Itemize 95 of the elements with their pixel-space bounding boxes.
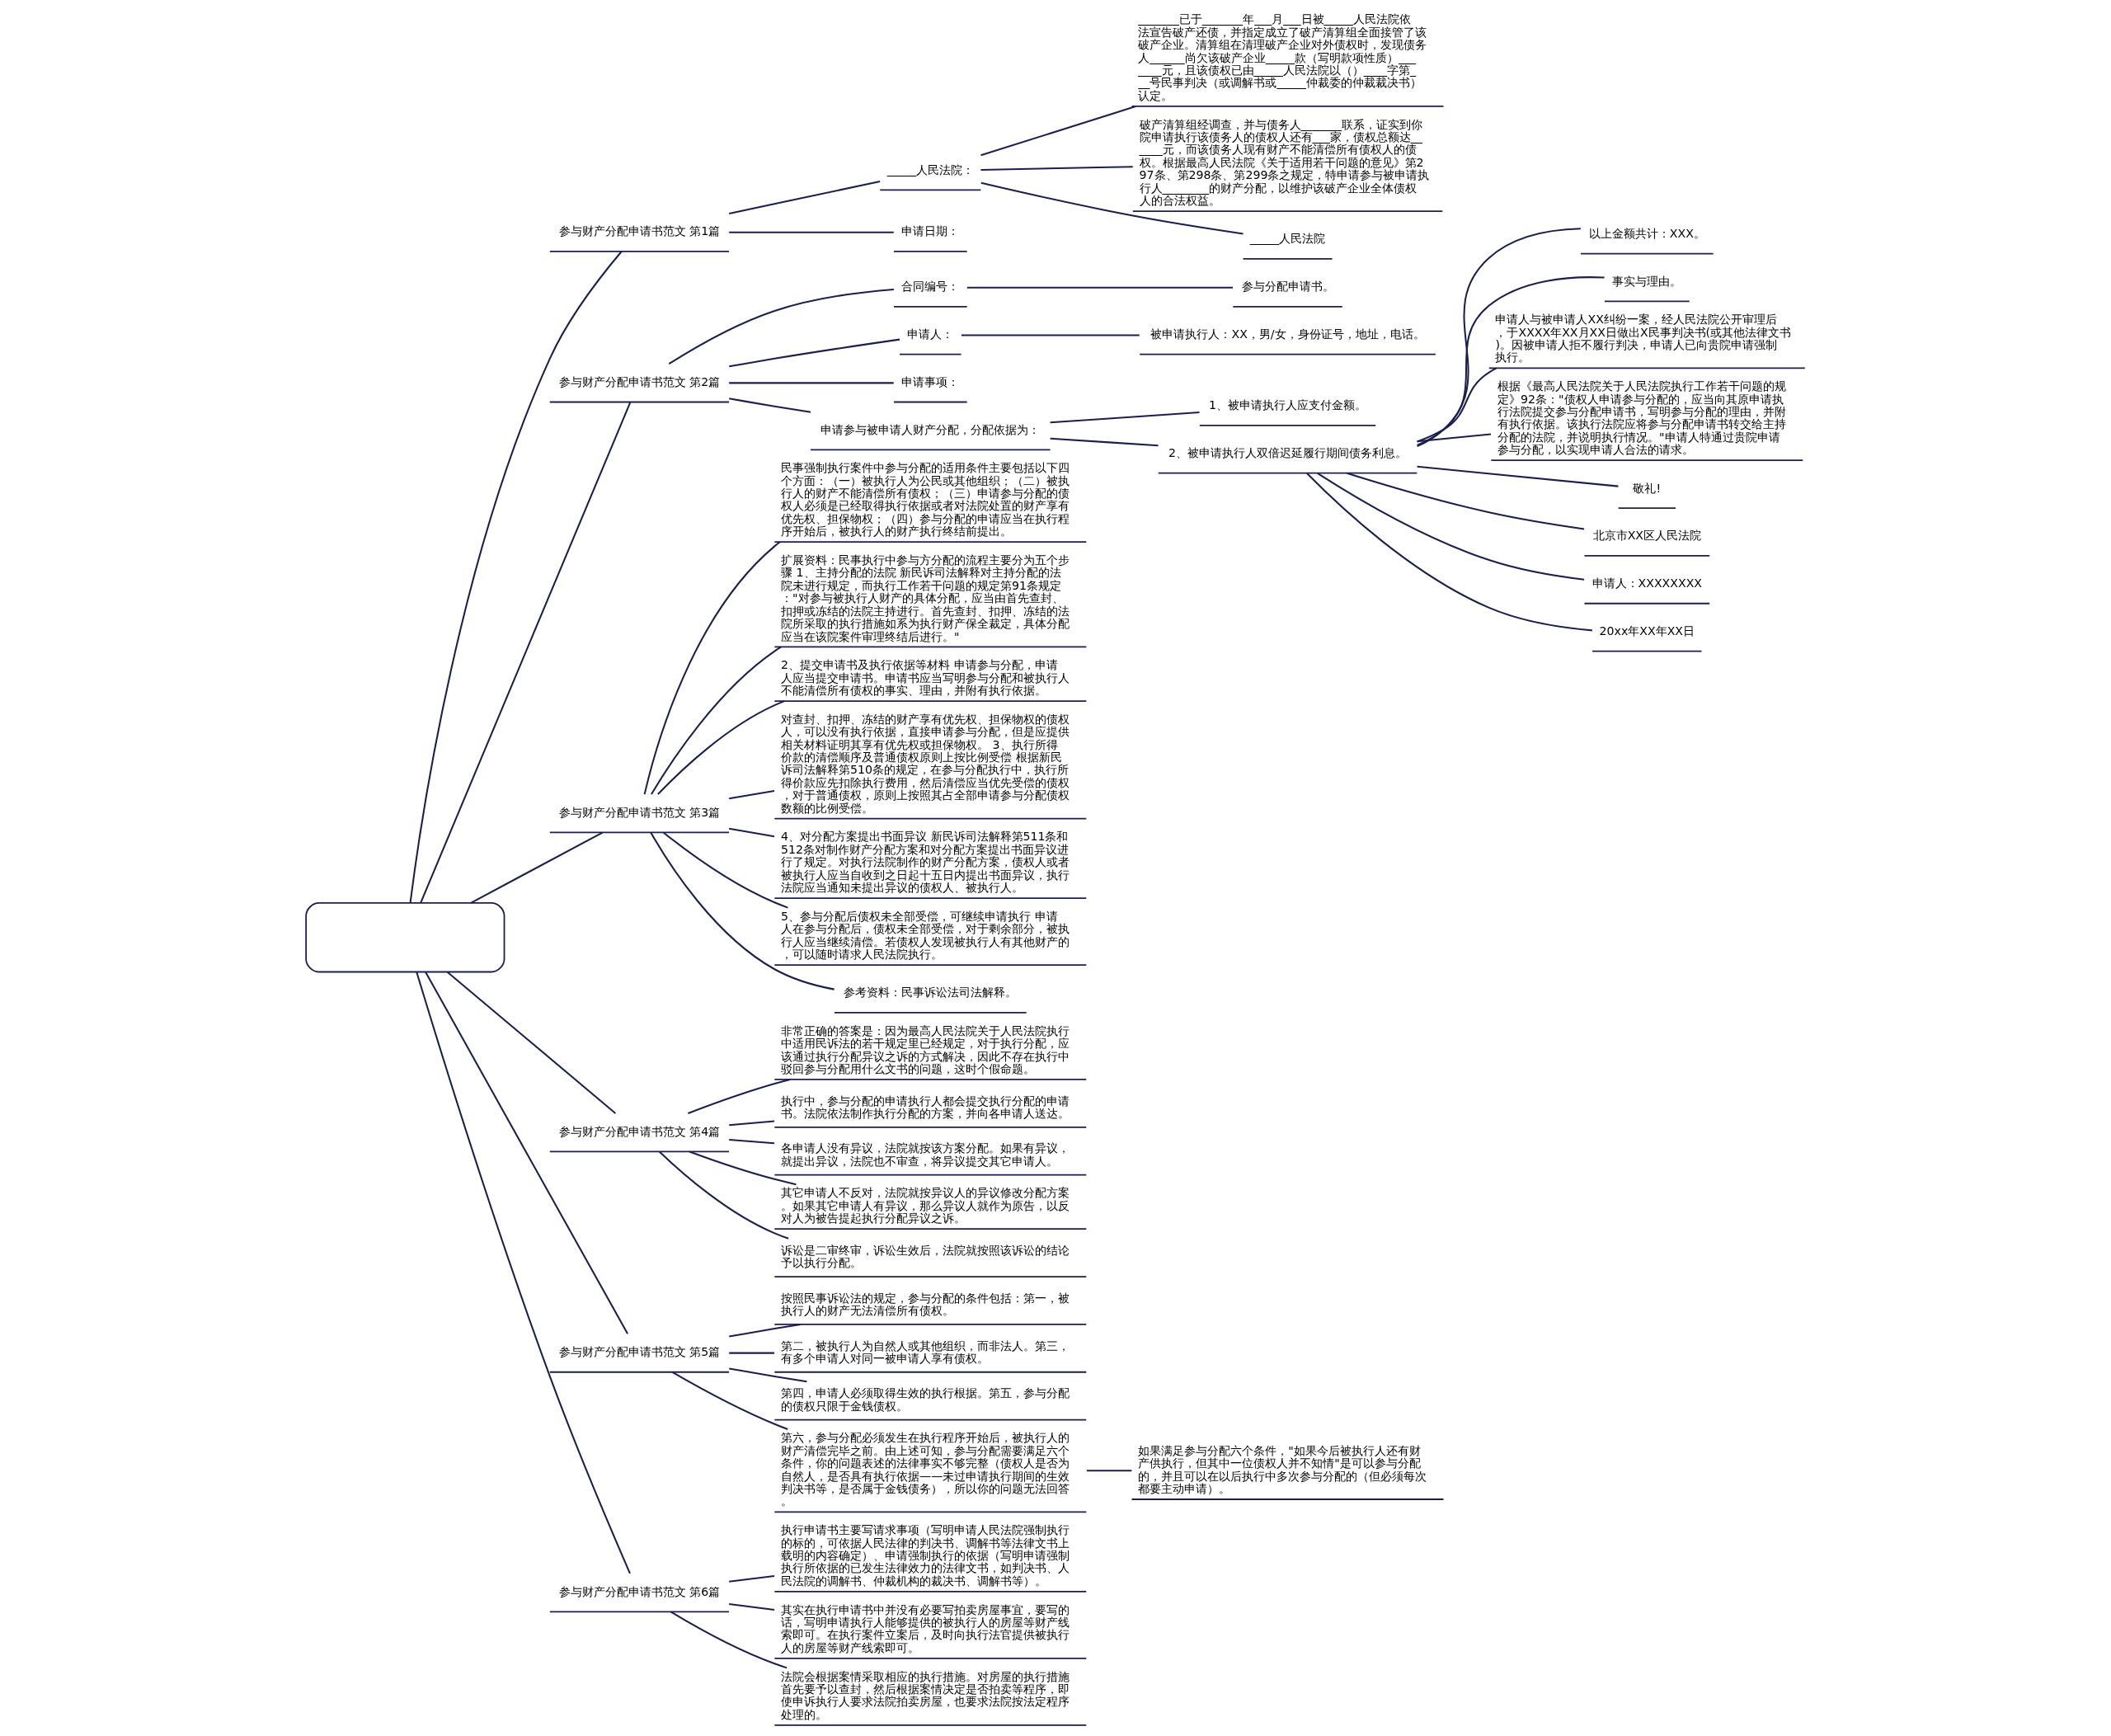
connector [729,789,775,800]
connector [1417,276,1605,446]
node-text: _______已于_______年___月___日被_____人民法院依法宣告破产还债，并指定成立了破产清算组全面接管了该破产企业。清算组在清理破产企业对外债权时，发现债务人______尚欠该破产企业_____款（写明款项性质）_______元，且该债权已由_____人民法院以（）____字第___号民事判决（或调解书或_____仲裁委的仲裁裁决书）认定。 [1138,12,1427,102]
connector [729,382,894,384]
node-text: 根据《最高人民法院关于人民法院执行工作若干问题的规定》92条："债权人申请参与分配的，应当向其原申请执行法院提交参与分配申请书，写明参与分配的理由，并附有执行依据。该执行法院应将参与分配申请书转交给主持分配的法院，并说明执行情况。"申请人特通过贵院申请参与分配，以实现申请人合法的请求。 [1497,379,1787,457]
connector [671,1371,788,1430]
node-text: 2、提交申请书及执行依据等材料 申请参与分配，申请人应当提交申请书。申请书应当写明参与分配和被执行人不能清偿所有债权的事实、理由，并附有执行依据。 [781,658,1070,698]
node-text: 其实在执行申请书中并没有必要写拍卖房屋事宜，要写的话，写明申请执行人能够提供的被执行人的房屋等财产线索即可。在执行案件立案后，及时向执行法官提供被执行人的房屋等财产线索即可。 [781,1602,1070,1654]
node-text: _____人民法院 [1249,232,1326,246]
node-text: 诉讼是二审终审，诉讼生效后，法院就按照该诉讼的结论予以执行分配。 [781,1243,1070,1270]
node-text: 参与财产分配申请书范文 第4篇 [558,1124,721,1138]
node-text: 第六，参与分配必须发生在执行程序开始后，被执行人的财产清偿完毕之前。由上述可知，参与分配需要满足六个条件，你的问题表述的法律事实不够完整（债权人是否为自然人，是否具有执行依据——未过申请执行期间的生效判决书等，是否属于金钱债务），所以你的问题无法回答。 [781,1431,1070,1508]
connector [668,288,894,365]
connector [1417,465,1619,487]
connector [729,338,900,368]
connector [643,541,781,795]
node-text: _____人民法院： [886,162,974,176]
node-text: 1、被申请执行人应支付金额。 [1209,398,1367,412]
node-text: 对查封、扣押、冻结的财产享有优先权、担保物权的债权人，可以没有执行依据，直接申请参与分配，但是应提供相关材料证明其享有优先权或担保物权。 3、执行所得价款的清偿顺序及普通债权原则上按比例受偿 根据新民诉司法解释第510条的规定，在参与分配执行中，执行所得价款应先扣除执行费用，然后清偿应当优先受偿的债权，对于普通债权，原则上按照其占全部申请参与分配债权数额的比例受偿。 [781,712,1070,815]
node-text: 执行申请书主要写请求事项（写明申请人民法院强制执行的标的，可依据人民法律的判决书、调解书等法律文书上载明的内容确定）、申请强制执行的依据（写明申请强制执行所依据的已发生法律效力的法律文书，如判决书、人民法院的调解书、仲裁机构的裁决书、调解书等）。 [781,1523,1070,1588]
node-text: 申请事项： [901,374,960,388]
connector [729,827,775,838]
connector [729,1323,801,1338]
connector [966,286,1234,289]
node-text: 破产清算组经调查，并与债务人_______联系，证实到你院申请执行该债务人的债权人还有___家，债权总额达______元，而该债务人现有财产不能清偿所有债权人的债权。根据最高人民法院《关于适用若干问题的意见》第297条、第298条、第299条之规定，特申请参与被申请执行人________的财产分配，以维护该破产企业全体债权人的合法权益。 [1139,117,1430,208]
connector [729,398,811,413]
connector [1306,473,1592,632]
node-text: 按照民事诉讼法的规定，参与分配的条件包括：第一，被执行人的财产无法清偿所有债权。 [781,1291,1070,1318]
connector [1417,367,1497,443]
connector [729,1138,775,1145]
node-text: 申请人： [907,327,954,341]
node-text: 参与财产分配申请书范文 第1篇 [558,224,721,238]
node-text: 20xx年XX年XX日 [1599,624,1695,638]
node-text: 民事强制执行案件中参与分配的适用条件主要包括以下四个方面：（一）被执行人为公民或其他组织；（二）被执行人的财产不能清偿所有债权；（三）申请参与分配的债权人必须是已经取得执行依据或者对法院处置的财产享有优先权、担保物权；（四）参与分配的申请应当在执行程序开始后，被执行人的财产执行终结前提出。 [781,461,1070,539]
node-text: 执行中，参与分配的申请执行人都会提交执行分配的申请书。法院依法制作执行分配的方案，并向各申请人送达。 [781,1094,1070,1120]
connector [650,832,835,990]
node-text: 以上金额共计：XXX。 [1588,227,1705,241]
connector [980,166,1133,172]
node-text: 第四，申请人必须取得生效的执行根据。第五，参与分配的债权只限于金钱债权。 [781,1386,1070,1413]
connector [663,831,788,909]
connector [1050,411,1200,424]
connector [1347,472,1585,530]
connector [420,402,632,904]
connector [729,1574,775,1583]
node-text: 法院会根据案情采取相应的执行措施。对房屋的执行措施首先要予以查封，然后根据案情决定是否拍卖等程序，即使申诉执行人要求法院拍卖房屋，也要求法院按法定程序处理的。 [781,1669,1070,1721]
node-text: 申请人：XXXXXXXX [1591,576,1703,590]
connector [470,831,604,904]
node-text: 北京市XX区人民法院 [1592,529,1701,543]
connector [1417,433,1492,443]
connector [980,181,1244,235]
connector [425,972,628,1334]
connector [689,1150,797,1186]
node-text: 事实与理由。 [1612,274,1682,288]
node-text: 5、参与分配后债权未全部受偿，可继续申请执行 申请人在参与分配后，债权未全部受偿，对于剩余部分，被执行人应当继续清偿。若债权人发现被执行人有其他财产的，可以随时请求人民法院执行。 [781,909,1070,962]
connector [1317,472,1585,581]
connector [1050,437,1159,447]
connector [688,1079,791,1114]
connector [446,971,617,1114]
node-text: 参与财产分配申请书范文 第2篇 [558,374,721,388]
node-text: 非常正确的答案是：因为最高人民法院关于人民法院执行中适用民诉法的若干规定里已经规定，对于执行分配，应该通过执行分配异议之诉的方式解决，因此不存在执行中驳回参与分配用什么文书的问题，这时个假命题。 [781,1023,1070,1075]
connector [657,700,785,795]
node-text: 各申请人没有异议，法院就按该方案分配。如果有异议，就提出异议，法院也不审查，将异议提交其它申请人。 [781,1141,1070,1168]
node-text: 4、对分配方案提出书面异议 新民诉司法解释第511条和512条对制作财产分配方案和对分配方案提出书面异议进行了规定。对执行法院制作的财产分配方案，债权人或者被执行人应当自收到之日起十五日内提出书面异议，执行法院应当通知未提出异议的债权人、被执行人。 [781,830,1070,895]
connector [1086,1470,1132,1472]
node-text: 敬礼! [1633,481,1662,495]
connector [961,334,1140,336]
connector [651,646,782,795]
node-text: 参与财产分配申请书范文 第6篇 [558,1584,721,1598]
node-text: 参考资料：民事诉讼法司法解释。 [844,986,1018,1000]
connector [409,251,623,903]
connector [980,106,1136,157]
node-text: 扩展资料：民事执行中参与方分配的流程主要分为五个步骤 1、主持分配的法院 新民诉司法解释对主持分配的法院未进行规定，而执行工作若干问题的规定第91条规定："对参与被执行人财产的具体分配，应当由首先查封、扣押或冻结的法院主持进行。首先查封、扣押、冻结的法院所采取的执行措施如系为执行财产保全裁定，具体分配应当在该院案件审理终结后进行。" [781,553,1070,643]
connector [729,1602,775,1611]
connector [729,231,894,233]
node-text: 如果满足参与分配六个条件，"如果今后被执行人还有财产供执行，但其中一位债权人并不知情"是可以参与分配的，并且可以在以后执行中多次参与分配的（但必须每次都要主动申请）。 [1138,1443,1427,1496]
connector [729,1367,807,1383]
node-text: 申请日期： [901,224,960,238]
node-text: 合同编号： [901,280,960,294]
connector [729,1352,774,1354]
connector [416,972,631,1574]
node-text: 参与财产分配申请书范文 第3篇 [558,805,721,819]
connector [729,181,881,214]
node-text: 参与财产分配申请书范文 第5篇 [558,1345,721,1359]
connector [670,1611,788,1669]
connector [659,1150,789,1240]
connector [1417,228,1581,448]
node-text: 参与分配申请书。 [1241,280,1334,294]
node-text: 第二，被执行人为自然人或其他组织，而非法人。第三，有多个申请人对同一被申请人享有债权。 [781,1338,1070,1365]
node-box [305,902,505,973]
node-text: 申请人与被申请人XX纠纷一案，经人民法院公开审理后，于XXXX年XX月XX日做出X民事判决书(或其他法律文书)。因被申请人拒不履行判决，申请人已向贵院申请强制执行。 [1495,313,1792,365]
node-text: 2、被申请执行人双倍迟延履行期间债务利息。 [1168,446,1408,460]
node-text: 被申请执行人：XX，男/女，身份证号，地址，电话。 [1150,327,1425,341]
node-text: 其它申请人不反对，法院就按异议人的异议修改分配方案。如果其它申请人有异议，那么异议人就作为原告，以反对人为被告提起执行分配异议之诉。 [781,1186,1070,1226]
node-text: 申请参与被申请人财产分配，分配依据为： [820,422,1041,436]
connector [729,1120,775,1127]
